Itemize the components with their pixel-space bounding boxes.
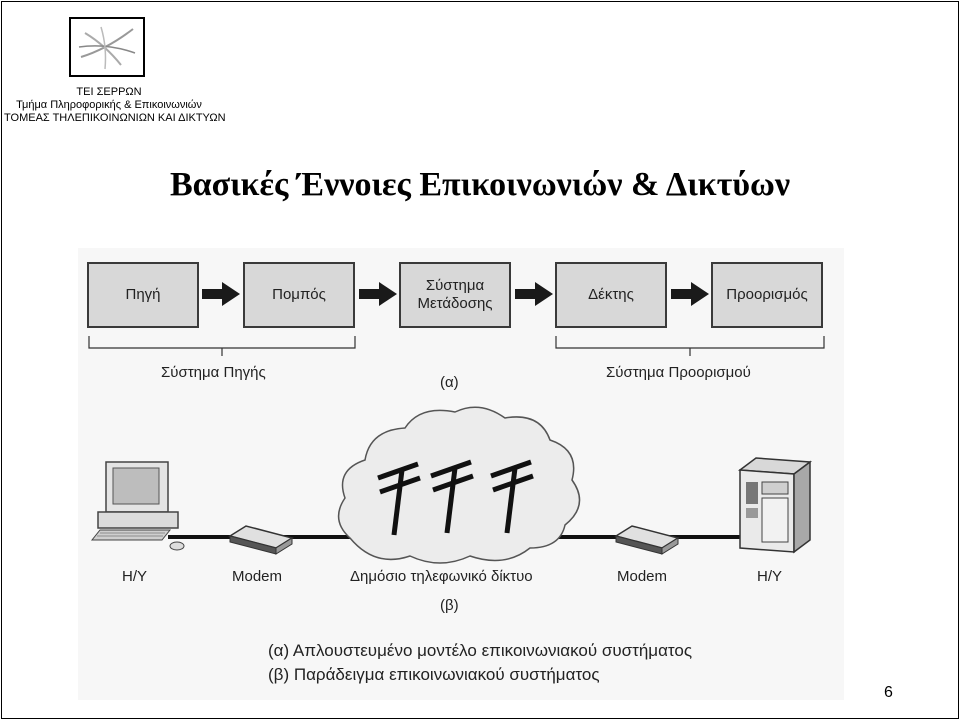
bracket-source xyxy=(88,336,356,356)
arrow-2 xyxy=(359,282,397,306)
slide-title: Βασικές Έννοιες Επικοινωνιών & Δικτύων xyxy=(169,166,791,203)
caption-b: (β) Παράδειγμα επικοινωνιακού συστήματος xyxy=(268,665,600,684)
block-transmitter: Πομπός xyxy=(243,262,355,328)
arrow-3 xyxy=(515,282,553,306)
network-label: Δημόσιο τηλεφωνικό δίκτυο xyxy=(350,568,533,585)
modem-right-icon xyxy=(614,525,680,555)
caption-a: (α) Απλουστευμένο μοντέλο επικοινωνιακού… xyxy=(268,641,693,660)
arrow-4 xyxy=(671,282,709,306)
block-destination: Προορισμός xyxy=(711,262,823,328)
block-transmission-system: Σύστημα Μετάδοσης xyxy=(399,262,511,328)
desktop-computer-icon xyxy=(90,461,185,551)
block-source: Πηγή xyxy=(87,262,199,328)
diagram-a-tag: (α) xyxy=(440,374,459,391)
institution-logo xyxy=(69,17,145,77)
cloud-icon xyxy=(337,406,581,564)
modem-right-label: Modem xyxy=(617,568,668,585)
department-name: Τμήμα Πληροφορικής & Επικοινωνιών xyxy=(16,99,202,111)
block-receiver: Δέκτης xyxy=(555,262,667,328)
modem-left-label: Modem xyxy=(232,568,283,585)
modem-left-icon xyxy=(228,525,294,555)
institution-name: ΤΕΙ ΣΕΡΡΩΝ xyxy=(76,86,142,98)
page-number: 6 xyxy=(884,684,893,701)
group-source-label: Σύστημα Πηγής xyxy=(161,364,266,381)
sector-name: ΤΟΜΕΑΣ ΤΗΛΕΠΙΚΟΙΝΩΝΙΩΝ ΚΑΙ ΔΙΚΤΥΩΝ xyxy=(4,112,226,124)
bracket-destination xyxy=(555,336,825,356)
diagram-b-tag: (β) xyxy=(440,597,459,614)
server-label: Η/Υ xyxy=(757,568,783,585)
pc-label: Η/Υ xyxy=(122,568,148,585)
telephone-poles-icon xyxy=(377,459,534,536)
institution-header: ΤΕΙ ΣΕΡΡΩΝ Τμήμα Πληροφορικής & Επικοινω… xyxy=(4,86,226,125)
group-destination-label: Σύστημα Προορισμού xyxy=(606,364,751,381)
arrow-1 xyxy=(202,282,240,306)
server-computer-icon xyxy=(737,457,813,554)
